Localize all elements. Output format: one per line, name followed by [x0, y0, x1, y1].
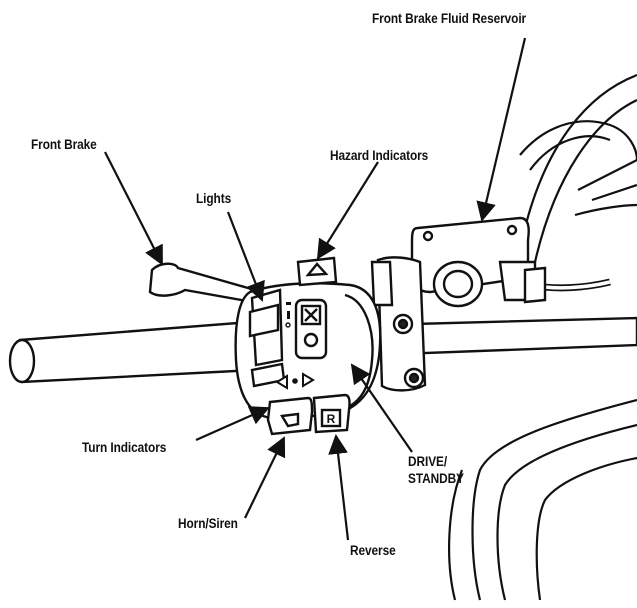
label-lights: Lights: [196, 191, 232, 206]
leader-hazard: [316, 161, 379, 260]
handlebar-clamp: [370, 256, 427, 392]
label-reverse: Reverse: [350, 543, 396, 558]
svg-text:R: R: [327, 412, 336, 426]
callout-lines: [104, 37, 527, 541]
label-turn: Turn Indicators: [82, 440, 167, 455]
hazard-button[interactable]: [296, 256, 338, 287]
label-front-brake: Front Brake: [31, 137, 97, 152]
reverse-button[interactable]: R: [312, 393, 351, 434]
drive-standby-switch[interactable]: [294, 298, 328, 360]
horn-button[interactable]: [266, 396, 314, 436]
leader-turn: [195, 406, 270, 442]
leader-drive: [350, 363, 413, 453]
leader-horn: [244, 436, 286, 519]
turn-indicator-switch[interactable]: [275, 372, 315, 390]
leader-reverse: [328, 434, 350, 541]
label-horn: Horn/Siren: [178, 516, 238, 531]
label-hazard: Hazard Indicators: [330, 148, 429, 163]
light-switch-marks: [285, 302, 291, 328]
leader-reservoir: [476, 37, 527, 222]
leader-front-brake: [104, 151, 163, 266]
label-reservoir: Front Brake Fluid Reservoir: [372, 11, 527, 26]
leader-lights: [226, 211, 265, 302]
brake-reservoir: [410, 216, 547, 308]
handlebar-grip: [8, 320, 257, 384]
label-drive-line1: DRIVE/: [408, 454, 448, 469]
fairing-outline: [448, 73, 637, 601]
label-drive-line2: STANDBY: [408, 471, 464, 486]
